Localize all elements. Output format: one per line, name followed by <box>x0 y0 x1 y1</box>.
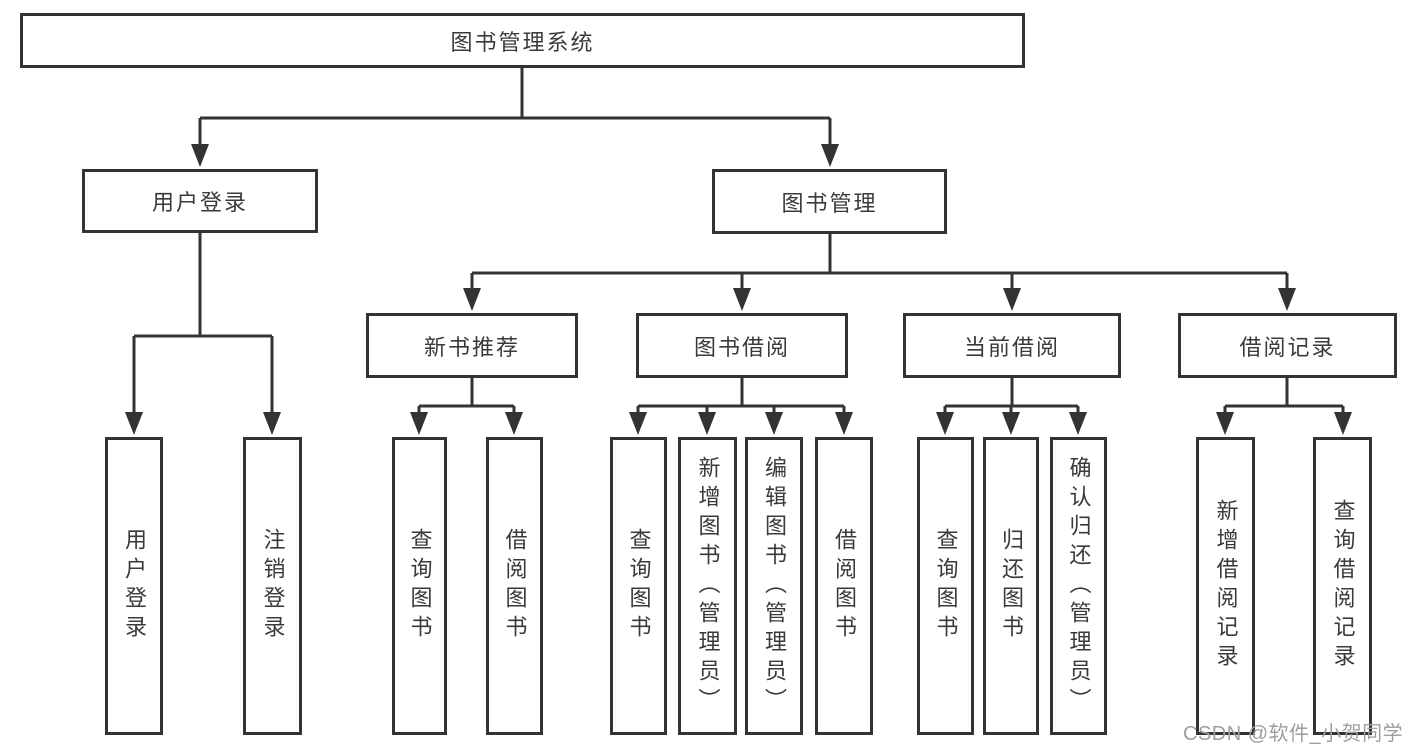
node-label: 图书管理 <box>781 190 878 216</box>
leaf-query-borrow-record: 查询借阅记录 <box>1313 437 1372 735</box>
leaf-confirm-return-admin: 确认归还（管理员） <box>1050 437 1107 735</box>
leaf-query-books-3: 查询图书 <box>917 437 974 735</box>
leaf-add-books-admin: 新增图书（管理员） <box>678 437 737 735</box>
node-label: 借阅图书 <box>502 528 528 644</box>
node-new-book-recommendation: 新书推荐 <box>366 313 578 378</box>
node-label: 新增图书（管理员） <box>695 455 721 717</box>
leaf-borrow-books: 借阅图书 <box>486 437 543 735</box>
node-label: 用户登录 <box>151 190 248 215</box>
leaf-logout-login: 注销登录 <box>243 437 302 735</box>
leaf-query-books-2: 查询图书 <box>610 437 667 735</box>
node-user-login: 用户登录 <box>82 169 318 233</box>
node-book-borrowing: 图书借阅 <box>636 313 848 378</box>
leaf-return-books: 归还图书 <box>983 437 1039 735</box>
node-label: 当前借阅 <box>963 334 1060 360</box>
node-label: 注销登录 <box>260 528 286 644</box>
node-book-management: 图书管理 <box>712 169 947 234</box>
node-label: 归还图书 <box>999 528 1024 644</box>
leaf-borrow-books-2: 借阅图书 <box>815 437 873 735</box>
node-label: 借阅图书 <box>832 528 857 644</box>
node-label: 查询图书 <box>626 528 652 644</box>
node-library-management-system: 图书管理系统 <box>20 13 1025 68</box>
node-current-borrowing: 当前借阅 <box>903 313 1121 378</box>
leaf-query-books: 查询图书 <box>392 437 447 735</box>
node-label: 新书推荐 <box>423 334 520 360</box>
node-label: 新增借阅记录 <box>1213 499 1239 673</box>
node-label: 图书管理系统 <box>450 29 595 55</box>
node-label: 查询借阅记录 <box>1330 499 1356 673</box>
node-label: 用户登录 <box>122 528 147 644</box>
node-label: 编辑图书（管理员） <box>762 455 787 717</box>
leaf-edit-books-admin: 编辑图书（管理员） <box>745 437 803 735</box>
node-label: 确认归还（管理员） <box>1066 455 1092 717</box>
leaf-user-login: 用户登录 <box>105 437 163 735</box>
node-label: 图书借阅 <box>693 334 790 360</box>
node-borrowing-records: 借阅记录 <box>1178 313 1397 378</box>
node-label: 查询图书 <box>407 528 433 644</box>
node-label: 查询图书 <box>933 528 959 644</box>
leaf-add-borrow-record: 新增借阅记录 <box>1196 437 1255 735</box>
watermark-text: CSDN @软件_小贺同学 <box>1183 723 1404 745</box>
node-label: 借阅记录 <box>1239 334 1336 360</box>
arrowheads <box>125 144 1352 435</box>
